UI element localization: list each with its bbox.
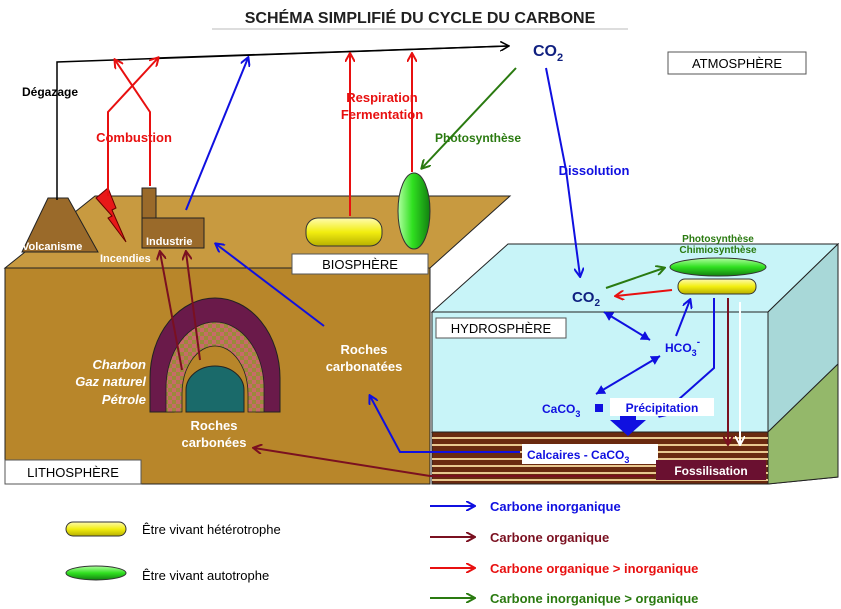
legend: Être vivant hétérotrophe Être vivant aut…	[65, 499, 698, 606]
volcanism-label: Volcanisme	[22, 241, 82, 253]
precipitation-label: Précipitation	[626, 401, 699, 415]
fossil-to-industry-arrow-2	[186, 252, 201, 361]
lithosphere-box	[4, 459, 142, 485]
ocean-autotroph	[669, 257, 767, 277]
fire-icon	[95, 187, 127, 243]
fossilisation-arrow	[254, 448, 654, 477]
hco3-label: HCO3-	[665, 337, 700, 358]
limestone-to-rocks-arrow	[370, 396, 520, 453]
carbonate-rocks-label-2: carbonatées	[326, 359, 403, 374]
carbon-rocks-label-2: carbonées	[181, 435, 246, 450]
page-title: SCHÉMA SIMPLIFIÉ DU CYCLE DU CARBONE	[245, 8, 596, 27]
factory-icon	[141, 187, 205, 249]
photosynthesis-label: Photosynthèse	[435, 131, 521, 145]
chemosynthesis-label: Chimiosynthèse	[679, 245, 757, 256]
ocean-photosynthesis-arrow	[605, 268, 664, 289]
legend-autotroph-label: Être vivant autotrophe	[142, 568, 269, 583]
atmosphere-box	[667, 51, 807, 75]
co2-hco3-arrow	[603, 311, 651, 341]
caco3-label: CaCO3	[542, 402, 580, 419]
dissolution-arrow	[545, 67, 580, 276]
industry-co2-arrow	[185, 58, 248, 211]
volcano-icon	[21, 197, 99, 253]
legend-organic-label: Carbone organique	[490, 530, 609, 545]
ocean-heterotroph	[677, 278, 757, 295]
dissolution-label: Dissolution	[559, 163, 630, 178]
legend-inorganic-label: Carbone inorganique	[490, 499, 621, 514]
fossilisation-label: Fossilisation	[674, 464, 747, 478]
legend-inorg-to-org-label: Carbone inorganique > organique	[490, 591, 698, 606]
limestone-box	[522, 444, 658, 464]
carbonate-rocks-label-1: Roches	[341, 342, 388, 357]
degassing-label: Dégazage	[22, 85, 78, 99]
hydrosphere-label: HYDROSPHÈRE	[451, 321, 552, 336]
fires-label: Incendies	[100, 253, 151, 265]
biosphere-label: BIOSPHÈRE	[322, 257, 398, 272]
degassing-arrow	[56, 46, 508, 200]
atmosphere-label: ATMOSPHÈRE	[692, 56, 782, 71]
hydrosphere-box	[435, 317, 567, 339]
hco3-uptake-arrow	[675, 300, 690, 337]
natural-gas-label: Gaz naturel	[75, 374, 146, 389]
fossil-to-industry-arrow-1	[160, 252, 183, 371]
combustion-arrow-factory	[115, 60, 151, 186]
carbon-rocks-label-1: Roches	[191, 418, 238, 433]
combustion-label: Combustion	[96, 130, 172, 145]
biosphere-box	[291, 253, 429, 275]
legend-org-to-inorg-label: Carbone organique > inorganique	[490, 561, 698, 576]
fermentation-label: Fermentation	[341, 107, 423, 122]
ocean-respiration-arrow	[616, 289, 673, 296]
heterotroph-organism	[305, 217, 383, 247]
legend-heterotroph-swatch	[65, 521, 127, 537]
coal-label: Charbon	[93, 357, 147, 372]
ocean-photosynthesis-label: Photosynthèse	[682, 234, 754, 245]
legend-autotroph-swatch	[65, 565, 127, 581]
degassing-line	[157, 45, 509, 59]
hco3-caco3-arrow	[595, 355, 661, 395]
fossilisation-box	[656, 460, 766, 480]
carbonate-to-industry-arrow	[216, 244, 325, 327]
legend-heterotroph-label: Être vivant hétérotrophe	[142, 522, 281, 537]
precipitation-block-arrow	[610, 412, 646, 436]
lithosphere-label: LITHOSPHÈRE	[27, 465, 119, 480]
co2-atmosphere-label: CO2	[533, 43, 563, 64]
caco3-marker	[595, 404, 603, 412]
industry-label: Industrie	[146, 236, 192, 248]
limestone-label: Calcaires - CaCO3	[527, 448, 629, 465]
co2-ocean-label: CO2	[572, 289, 601, 309]
petroleum-label: Pétrole	[102, 392, 146, 407]
autotroph-organism	[397, 172, 431, 250]
photosynthesis-arrow	[422, 67, 517, 168]
combustion-arrow-fire	[107, 58, 158, 196]
respiration-label: Respiration	[346, 90, 418, 105]
fossil-deposit	[149, 297, 281, 413]
precipitation-box	[610, 398, 714, 416]
